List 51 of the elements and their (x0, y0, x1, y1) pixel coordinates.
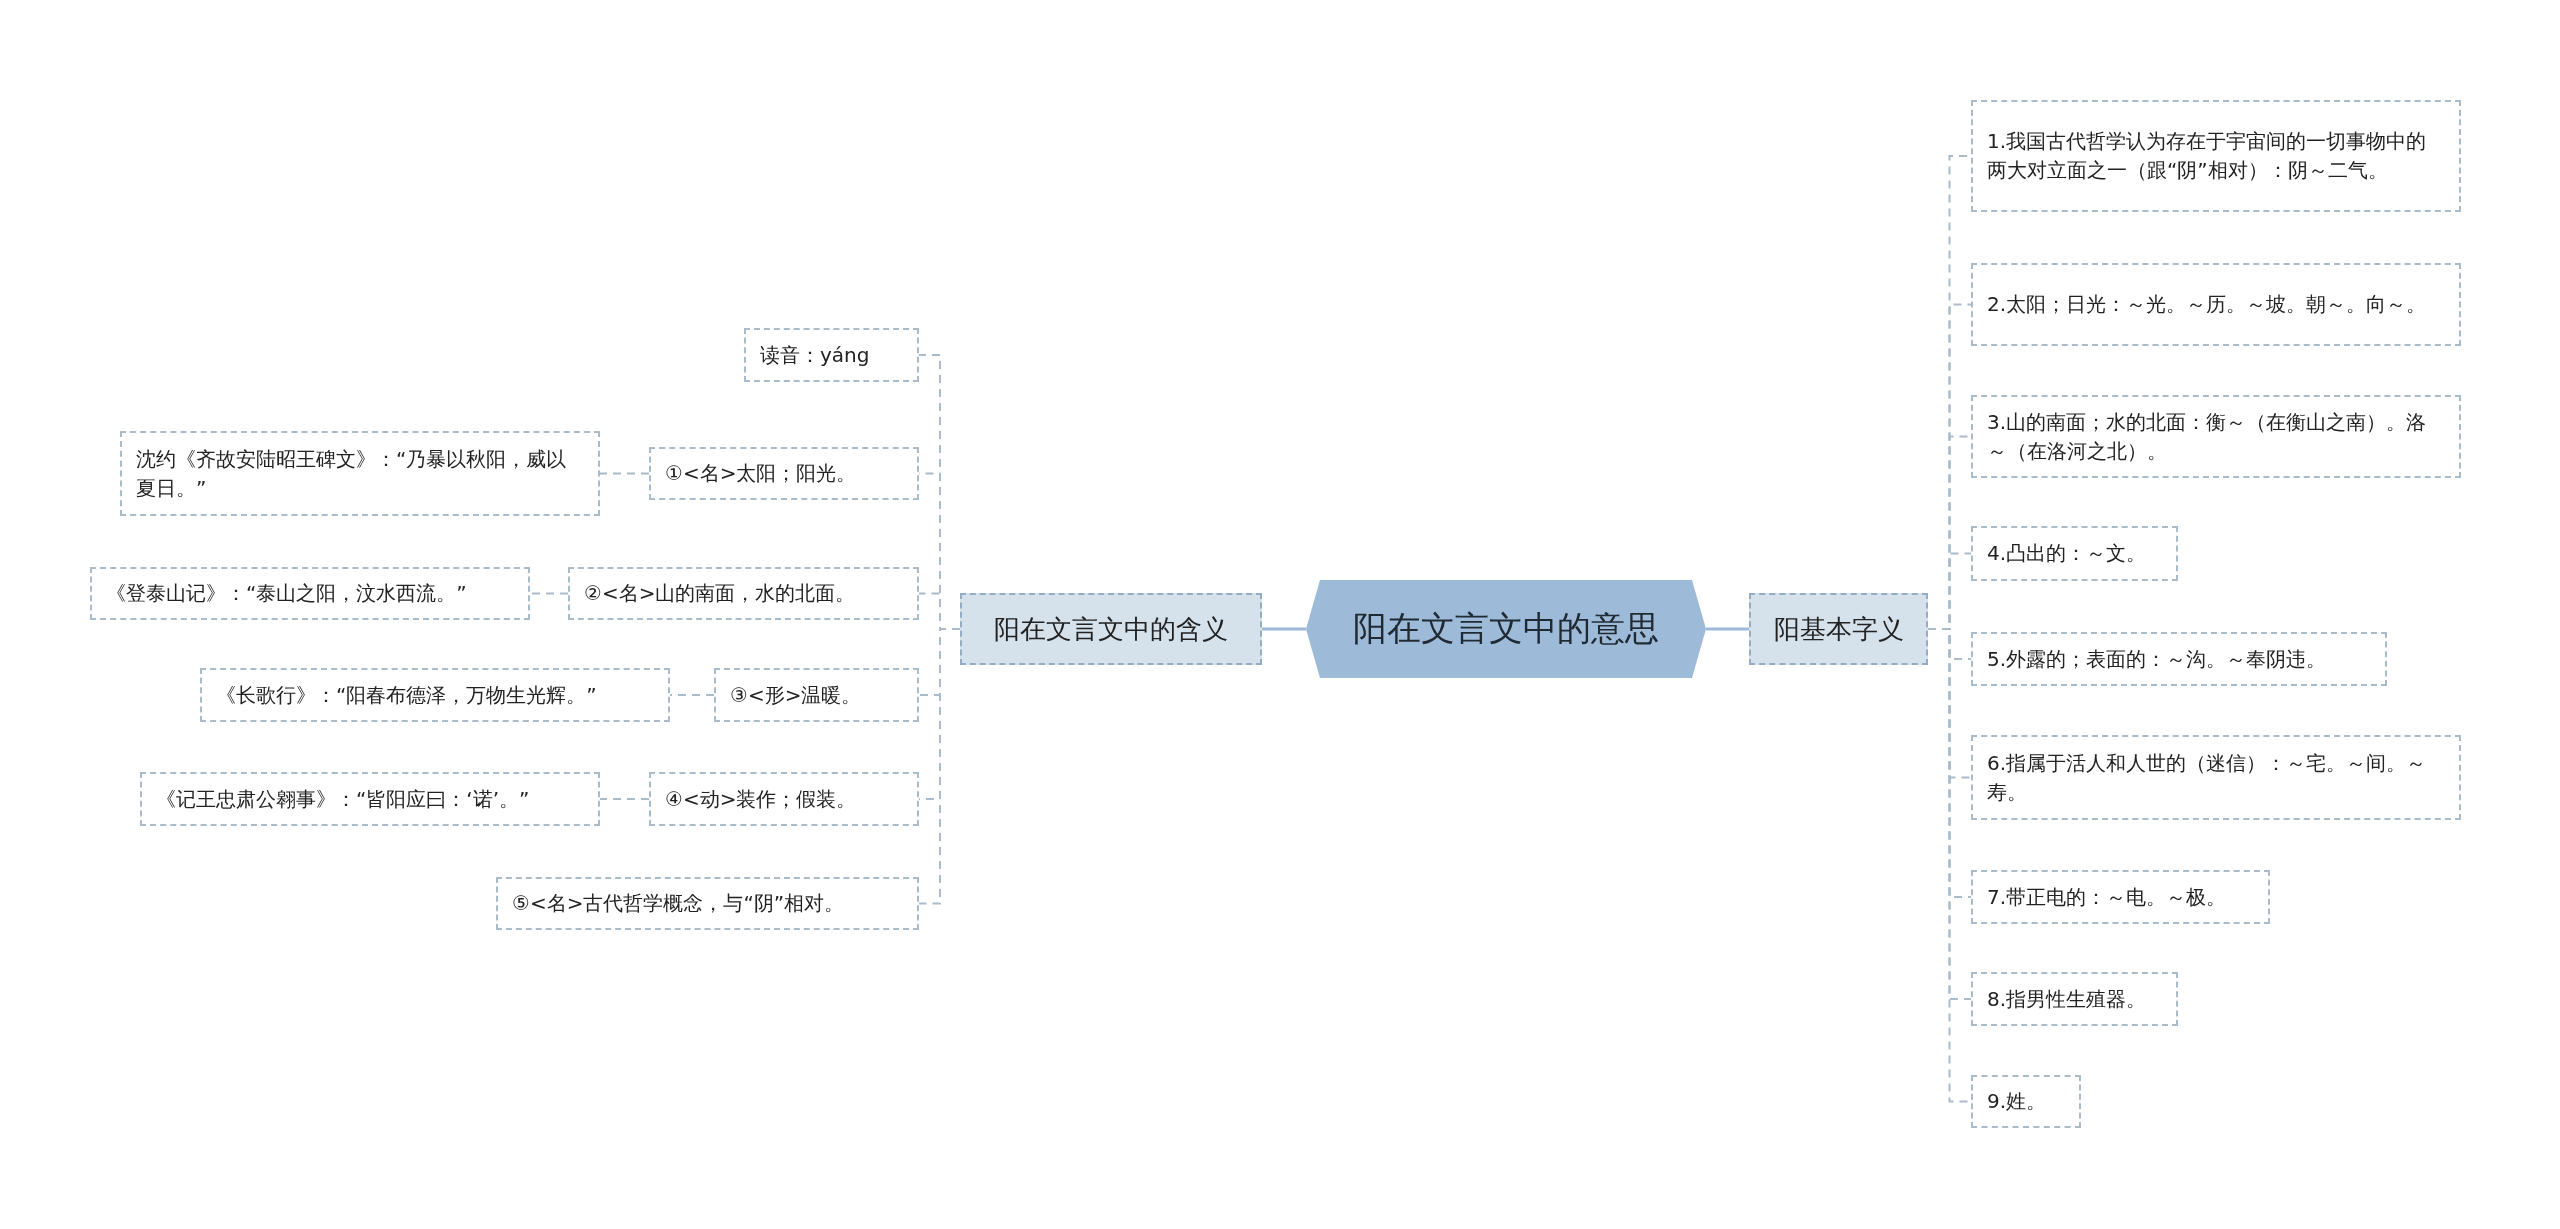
central-topic-hexagon (1306, 580, 1706, 678)
subtopic-box (744, 328, 919, 382)
subtopic-box (120, 431, 600, 516)
subtopic-box (496, 877, 919, 930)
subtopic-text: 《记王忠肃公翱事》：“皆阳应曰：‘诺’。” (156, 785, 530, 813)
subtopic-text: 8.指男性生殖器。 (1987, 985, 2147, 1013)
subtopic-box (1971, 526, 2178, 581)
subtopic-text: 6.指属于活人和人世的（迷信）：～宅。～间。～寿。 (1987, 749, 2428, 806)
subtopic-box (649, 447, 919, 500)
subtopic-box (1971, 263, 2461, 346)
connector-line (1706, 627, 1749, 631)
branch-topic-text: 阳在文言文中的含义 (994, 612, 1228, 646)
subtopic-text: 4.凸出的：～文。 (1987, 540, 2147, 567)
subtopic-text: ③<形>温暖。 (730, 681, 862, 709)
subtopic-text: 3.山的南面；水的北面：衡～（在衡山之南）。洛～（在洛河之北）。 (1987, 408, 2428, 465)
subtopic-box (1971, 735, 2461, 820)
subtopic-text: 9.姓。 (1987, 1088, 2047, 1115)
subtopic-text: ⑤<名>古代哲学概念，与“阴”相对。 (512, 890, 845, 917)
central-topic-text: 阳在文言文中的意思 (1353, 607, 1659, 650)
subtopic-text: ④<动>装作；假装。 (665, 785, 857, 813)
subtopic-box (568, 567, 919, 620)
branch-topic-text: 阳基本字义 (1773, 612, 1904, 646)
branch-topic-box (960, 593, 1262, 665)
subtopic-box (649, 772, 919, 826)
connector-line (599, 472, 650, 475)
subtopic-box (140, 772, 600, 826)
subtopic-text: 读音：yáng (760, 341, 870, 369)
subtopic-text: 7.带正电的：～电。～极。 (1987, 883, 2227, 911)
branch-topic-box (1749, 593, 1928, 665)
subtopic-box (90, 567, 530, 620)
connector-line (918, 628, 961, 905)
subtopic-box (1971, 100, 2461, 212)
subtopic-box (714, 668, 919, 722)
subtopic-box (1971, 1075, 2081, 1128)
connector-line (1262, 627, 1306, 631)
subtopic-text: 《长歌行》：“阳春布德泽，万物生光辉。” (216, 681, 597, 709)
subtopic-text: 《登泰山记》：“泰山之阳，汶水西流。” (106, 580, 467, 607)
subtopic-box (200, 668, 670, 722)
subtopic-box (1971, 395, 2461, 478)
subtopic-text: ①<名>太阳；阳光。 (665, 460, 857, 487)
subtopic-box (1971, 870, 2270, 924)
subtopic-text: 沈约《齐故安陆昭王碑文》：“乃暴以秋阳，威以夏日。” (136, 445, 568, 502)
subtopic-box (1971, 972, 2178, 1026)
subtopic-text: ②<名>山的南面，水的北面。 (584, 580, 856, 607)
subtopic-text: 2.太阳；日光：～光。～历。～坡。朝～。向～。 (1987, 291, 2427, 318)
subtopic-text: 1.我国古代哲学认为存在于宇宙间的一切事物中的两大对立面之一（跟“阴”相对）：阴～二气。 (1987, 128, 2428, 184)
connector-line (529, 592, 569, 595)
connector-line (599, 798, 650, 800)
subtopic-text: 5.外露的；表面的：～沟。～奉阴违。 (1987, 645, 2327, 673)
connector-line (669, 694, 715, 696)
subtopic-box (1971, 632, 2387, 686)
